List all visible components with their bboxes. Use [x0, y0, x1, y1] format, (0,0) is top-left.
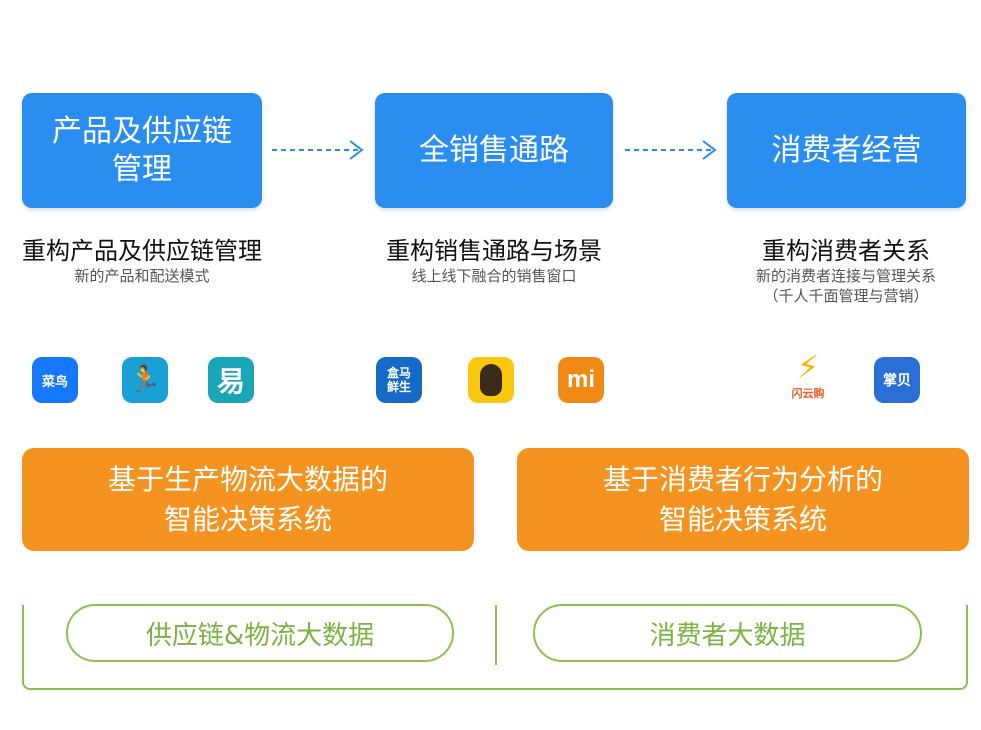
- yi-icon: 易: [208, 357, 254, 403]
- caption-subtitle: 新的产品和配送模式: [74, 267, 210, 285]
- data-foundation-bracket: [22, 605, 968, 690]
- caption-title: 重构消费者关系: [762, 237, 930, 265]
- dashed-arrow-icon: [272, 140, 364, 160]
- divider: [495, 605, 497, 665]
- data-source-supply-chain: 供应链&物流大数据: [66, 604, 454, 662]
- dashed-arrow-icon: [625, 140, 717, 160]
- decision-system-consumer: 基于消费者行为分析的 智能决策系统: [517, 448, 969, 551]
- stage-caption: 重构销售通路与场景线上线下融合的销售窗口: [334, 236, 654, 286]
- stage-caption: 重构消费者关系新的消费者连接与管理关系 （千人千面管理与营销）: [686, 236, 981, 306]
- stage-box-consumer: 消费者经营: [727, 93, 966, 208]
- icon-label: 闪云购: [791, 387, 825, 400]
- icon-label: 盒马 鲜生: [386, 366, 411, 394]
- caption-title: 重构销售通路与场景: [386, 237, 602, 265]
- monkey-icon: [468, 357, 514, 403]
- cainiao-icon: 菜鸟: [32, 357, 78, 403]
- ele-runner-icon: 🏃: [122, 357, 168, 403]
- stage-box-sales-channel: 全销售通路: [375, 93, 613, 208]
- data-source-consumer: 消费者大数据: [533, 604, 922, 662]
- zhangbei-icon: 掌贝: [874, 357, 920, 403]
- caption-subtitle: 新的消费者连接与管理关系 （千人千面管理与营销）: [755, 267, 936, 305]
- decision-system-supply: 基于生产物流大数据的 智能决策系统: [22, 448, 474, 551]
- icon-label: 菜鸟: [41, 374, 68, 390]
- xiaomi-icon: mi: [558, 357, 604, 403]
- hema-icon: 盒马 鲜生: [376, 357, 422, 403]
- stage-box-supply-chain: 产品及供应链 管理: [22, 93, 262, 208]
- shanyungou-icon: ⚡闪云购: [791, 348, 825, 400]
- icon-label: 掌贝: [883, 373, 911, 389]
- caption-subtitle: 线上线下融合的销售窗口: [411, 267, 577, 285]
- stage-caption: 重构产品及供应链管理新的产品和配送模式: [0, 236, 302, 286]
- caption-title: 重构产品及供应链管理: [22, 237, 262, 265]
